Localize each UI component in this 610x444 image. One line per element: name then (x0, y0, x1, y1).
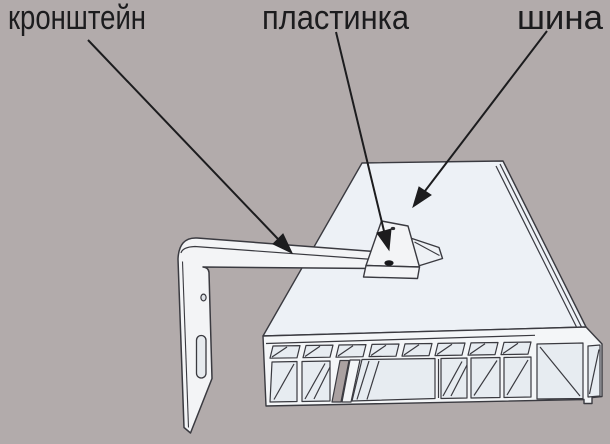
plate-lock-block-edge (414, 241, 440, 256)
rail-arrow (412, 30, 548, 209)
rail-chamber (401, 342, 433, 357)
rail-slot-gap (331, 359, 350, 403)
bracket-slot-hole (195, 334, 207, 379)
plate-screw-hole (384, 260, 394, 266)
rail-chamber (500, 341, 532, 356)
plate-small-hole (390, 226, 396, 231)
rail-label: шина (517, 0, 603, 37)
rail-chamber (434, 342, 466, 357)
rail-slot-strut (341, 359, 361, 403)
rail-chamber (335, 344, 367, 358)
bracket-label: кронштейн (8, 0, 146, 37)
bracket-body (177, 237, 375, 434)
rail-top-wall-line (265, 334, 536, 345)
rail-lower-chambers (269, 342, 601, 403)
rail-upper-chambers (269, 341, 532, 359)
rail-chamber (368, 343, 400, 358)
labels: кронштейн пластинка шина (8, 0, 603, 37)
callout-arrows (87, 30, 548, 255)
rail-chamber (351, 357, 436, 402)
rail-edge-line (499, 163, 583, 329)
rail-chamber (269, 345, 301, 359)
rail-edge-line (495, 165, 579, 331)
rail-chamber (302, 344, 334, 359)
bracket-plate-thickness-line (181, 261, 190, 428)
bracket-arm-edge-line (180, 245, 374, 261)
rail-chamber (467, 341, 499, 356)
plate-flange (362, 264, 421, 280)
plate-arrow (335, 31, 392, 252)
bracket-screw-hole (200, 293, 207, 302)
plate-label: пластинка (262, 0, 409, 37)
bracket-drawing (177, 237, 375, 434)
bracket-arrow (87, 39, 294, 255)
